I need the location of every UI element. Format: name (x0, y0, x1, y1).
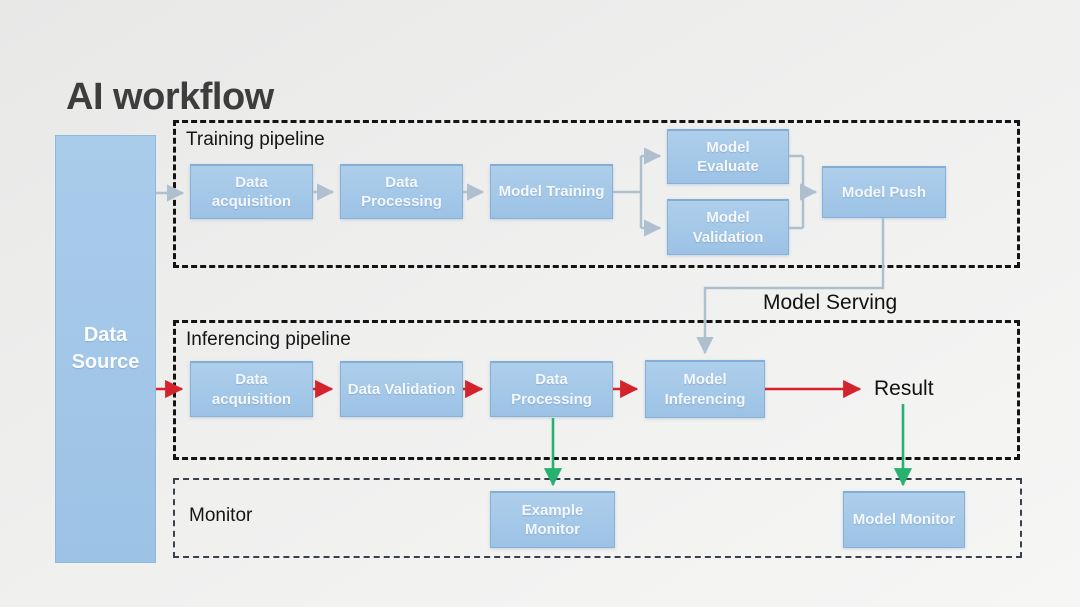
example-monitor-node: Example Monitor (490, 491, 615, 548)
model-validation-node: Model Validation (667, 199, 789, 255)
model-monitor-node: Model Monitor (843, 491, 965, 548)
model-serving-label: Model Serving (763, 291, 898, 314)
inferencing-pipeline-container: Inferencing pipeline Data acquisition Da… (173, 320, 1020, 460)
model-push-node: Model Push (822, 166, 946, 218)
model-evaluate-node: Model Evaluate (667, 129, 789, 184)
inferencing-data-acquisition-node: Data acquisition (190, 361, 313, 417)
monitor-label: Monitor (189, 505, 253, 526)
training-data-processing-node: Data Processing (340, 164, 463, 219)
model-inferencing-node: Model Inferencing (645, 360, 765, 418)
training-pipeline-label: Training pipeline (186, 129, 325, 150)
training-pipeline-container: Training pipeline Data acquisition Data … (173, 120, 1020, 268)
result-label: Result (874, 377, 934, 400)
inferencing-pipeline-label: Inferencing pipeline (186, 329, 351, 350)
page-title: AI workflow (66, 76, 274, 118)
monitor-container: Monitor Example Monitor Model Monitor (173, 478, 1022, 558)
training-data-acquisition-node: Data acquisition (190, 164, 313, 219)
data-source-node: Data Source (55, 135, 156, 563)
model-training-node: Model Training (490, 164, 613, 219)
data-validation-node: Data Validation (340, 361, 463, 417)
inferencing-data-processing-node: Data Processing (490, 361, 613, 417)
